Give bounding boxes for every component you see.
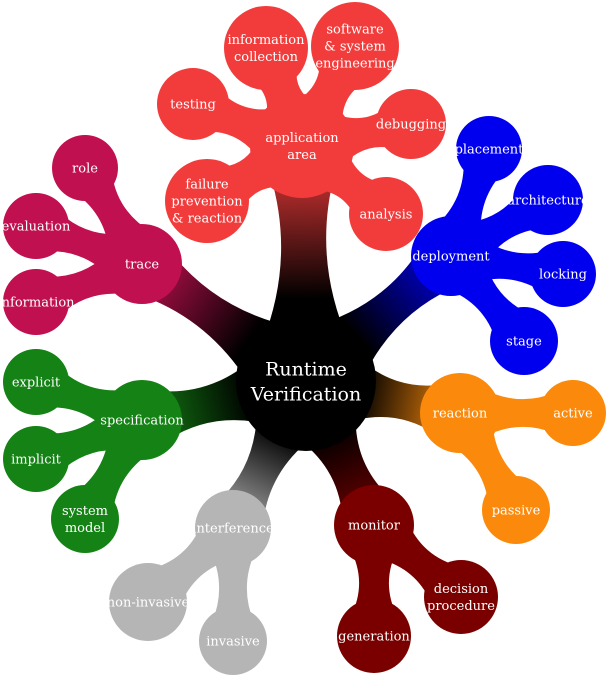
node-deployment <box>411 216 491 296</box>
link-generation <box>349 547 399 616</box>
label-implicit: implicit <box>11 453 62 468</box>
label-invasive: invasive <box>206 635 260 650</box>
label-role: role <box>72 162 98 177</box>
node-explicit <box>3 349 69 415</box>
label-analysis: analysis <box>360 208 413 223</box>
node-active <box>540 380 606 446</box>
center-node <box>236 311 376 451</box>
node-implicit <box>3 426 69 492</box>
node-decision-procedure <box>424 560 498 634</box>
node-failure-prevention-reaction <box>165 159 249 243</box>
node-invasive <box>199 607 267 675</box>
label-generation: generation <box>338 630 410 645</box>
node-monitor <box>334 485 414 565</box>
label-debugging: debugging <box>376 118 446 133</box>
node-debugging <box>376 89 446 159</box>
node-interference <box>195 490 271 566</box>
node-software-system-engineering <box>311 2 399 90</box>
node-architecture <box>513 165 583 235</box>
label-explicit: explicit <box>12 376 61 391</box>
node-passive <box>482 476 550 544</box>
node-testing <box>157 68 229 140</box>
label-active: active <box>553 407 593 422</box>
node-reaction <box>420 373 500 453</box>
node-trace <box>102 224 182 304</box>
label-deployment: deployment <box>412 250 490 265</box>
label-locking: locking <box>539 268 587 283</box>
link-application-area <box>262 174 349 344</box>
label-trace: trace <box>125 258 159 273</box>
node-analysis <box>349 177 423 251</box>
label-interference: interference <box>192 522 274 537</box>
label-placement: placement <box>455 143 525 158</box>
node-non-invasive <box>109 563 187 641</box>
node-specification <box>102 380 182 460</box>
link-active <box>482 388 555 438</box>
label-non-invasive: non-invasive <box>107 596 190 611</box>
node-generation <box>337 599 411 673</box>
node-information-collection <box>224 6 308 90</box>
label-testing: testing <box>170 98 216 113</box>
label-information: information <box>0 296 75 311</box>
label-reaction: reaction <box>433 407 488 422</box>
node-placement <box>456 116 522 182</box>
label-stage: stage <box>506 335 542 350</box>
node-role <box>52 135 118 201</box>
node-information <box>3 269 69 335</box>
label-specification: specification <box>100 414 184 429</box>
node-locking <box>530 241 596 307</box>
nodes-layer <box>3 2 606 675</box>
link-invasive <box>209 548 257 623</box>
label-evaluation: evaluation <box>2 220 71 235</box>
node-evaluation <box>3 193 69 259</box>
label-monitor: monitor <box>348 519 401 534</box>
node-application-area <box>250 94 354 198</box>
node-system-model <box>51 485 119 553</box>
label-architecture: architecture <box>507 194 589 209</box>
node-stage <box>490 307 558 375</box>
label-passive: passive <box>492 504 541 519</box>
